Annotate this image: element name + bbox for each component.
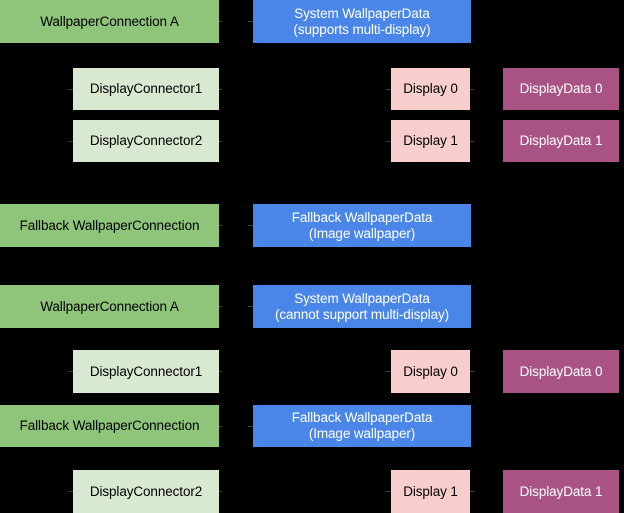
connector-line bbox=[386, 491, 392, 492]
connector-line bbox=[216, 426, 222, 427]
node-dispdata0-2[interactable]: DisplayData 0 bbox=[503, 350, 619, 393]
node-fallback-wpdata-2[interactable]: Fallback WallpaperData (Image wallpaper) bbox=[253, 405, 471, 447]
node-sys-wpdata-cannot[interactable]: System WallpaperData (cannot support mul… bbox=[253, 285, 471, 328]
node-conn-a-1[interactable]: WallpaperConnection A bbox=[0, 0, 219, 43]
node-display1-1[interactable]: Display 1 bbox=[391, 120, 470, 162]
node-dispdata0-1[interactable]: DisplayData 0 bbox=[503, 68, 619, 110]
connector-line bbox=[68, 491, 74, 492]
connector-line bbox=[68, 141, 74, 142]
node-dispconn1-1[interactable]: DisplayConnector1 bbox=[73, 68, 219, 110]
connector-line bbox=[216, 491, 222, 492]
node-dispconn2-1[interactable]: DisplayConnector2 bbox=[73, 120, 219, 162]
connector-line bbox=[386, 141, 392, 142]
connector-line bbox=[468, 491, 474, 492]
connector-line bbox=[386, 89, 392, 90]
connector-line bbox=[248, 225, 254, 226]
connector-line bbox=[68, 89, 74, 90]
node-display0-2[interactable]: Display 0 bbox=[391, 350, 470, 393]
connector-line bbox=[468, 371, 474, 372]
node-dispdata1-1[interactable]: DisplayData 1 bbox=[503, 120, 619, 162]
connector-line bbox=[68, 371, 74, 372]
connector-line bbox=[468, 141, 474, 142]
connector-line bbox=[216, 371, 222, 372]
connector-line bbox=[216, 306, 222, 307]
node-dispconn1-2[interactable]: DisplayConnector1 bbox=[73, 350, 219, 393]
connector-line bbox=[216, 89, 222, 90]
node-fallback-conn-1[interactable]: Fallback WallpaperConnection bbox=[0, 204, 219, 247]
node-conn-a-2[interactable]: WallpaperConnection A bbox=[0, 285, 219, 328]
connector-line bbox=[216, 21, 222, 22]
node-display0-1[interactable]: Display 0 bbox=[391, 68, 470, 110]
connector-line bbox=[468, 89, 474, 90]
connector-line bbox=[248, 21, 254, 22]
connector-line bbox=[248, 306, 254, 307]
node-fallback-wpdata-1[interactable]: Fallback WallpaperData (Image wallpaper) bbox=[253, 204, 471, 247]
node-dispconn2-2[interactable]: DisplayConnector2 bbox=[73, 470, 219, 513]
node-sys-wpdata-supports[interactable]: System WallpaperData (supports multi-dis… bbox=[253, 0, 471, 43]
node-dispdata1-2[interactable]: DisplayData 1 bbox=[503, 470, 619, 513]
connector-line bbox=[216, 141, 222, 142]
connector-line bbox=[386, 371, 392, 372]
connector-line bbox=[248, 426, 254, 427]
node-display1-2[interactable]: Display 1 bbox=[391, 470, 470, 513]
connector-line bbox=[216, 225, 222, 226]
node-fallback-conn-2[interactable]: Fallback WallpaperConnection bbox=[0, 405, 219, 447]
